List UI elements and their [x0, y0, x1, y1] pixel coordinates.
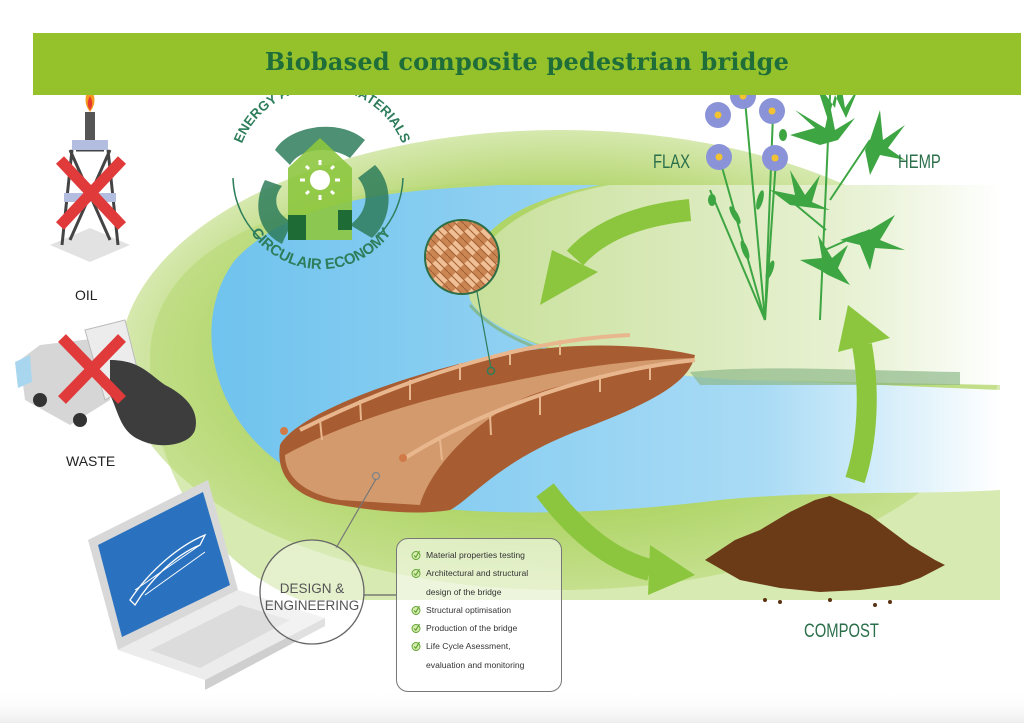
design-engineering-label: DESIGN & ENGINEERING [260, 580, 364, 614]
arrow-compost-to-plants [838, 305, 890, 484]
checklist-item-text: Production of the bridge [426, 623, 518, 634]
waste-label: WASTE [66, 453, 116, 469]
checklist-item-text: Material properties testing [426, 550, 525, 560]
checklist-item: Architectural and structural design of t… [410, 564, 557, 601]
garbage-truck-icon [15, 319, 196, 446]
compost-heap-icon [705, 496, 945, 607]
page-title: Biobased composite pedestrian bridge [264, 47, 790, 76]
oil-label: OIL [75, 287, 98, 303]
flax-label: FLAX [653, 152, 691, 173]
red-cross-icon-oil [55, 156, 127, 230]
design-checklist-box: Material properties testing Architectura… [396, 538, 562, 692]
title-banner: Biobased composite pedestrian bridge [33, 33, 1021, 95]
checkmark-icon [411, 569, 421, 579]
design-label-line1: DESIGN & [279, 581, 345, 596]
checkmark-icon [411, 550, 421, 560]
design-label-line2: ENGINEERING [264, 598, 360, 613]
checklist-item-text-cont: evaluation and monitoring [426, 659, 525, 670]
woven-fibre-icon [424, 219, 500, 295]
arrow-plants-to-bridge [540, 199, 692, 305]
bridge-illustration [279, 291, 696, 549]
design-engineering-circle [259, 539, 365, 645]
red-cross-icon-waste [58, 334, 126, 404]
checklist-item-text: Structural optimisation [426, 604, 512, 615]
checklist-item: Structural optimisation [410, 601, 557, 619]
laptop-icon [88, 480, 325, 690]
checkmark-icon [411, 642, 421, 652]
compost-label: COMPOST [804, 621, 879, 642]
checklist-item: Life Cycle Asessment, evaluation and mon… [410, 637, 557, 674]
hemp-plant-icon [770, 78, 905, 321]
checklist-item-text: Life Cycle Asessment, [426, 641, 511, 652]
circular-economy-recycle-icon [232, 126, 404, 244]
arrow-bridge-to-compost [536, 483, 695, 595]
flax-plant-icon [705, 83, 788, 321]
hemp-label: HEMP [898, 152, 941, 173]
checklist-item: Production of the bridge [410, 619, 557, 637]
oil-derrick-icon [50, 88, 130, 262]
checkmark-icon [411, 605, 421, 615]
checklist-item-text-cont: design of the bridge [426, 586, 502, 597]
checkmark-icon [411, 623, 421, 634]
checklist-item-text: Architectural and structural [426, 568, 529, 579]
checklist-item: Material properties testing [410, 546, 557, 564]
